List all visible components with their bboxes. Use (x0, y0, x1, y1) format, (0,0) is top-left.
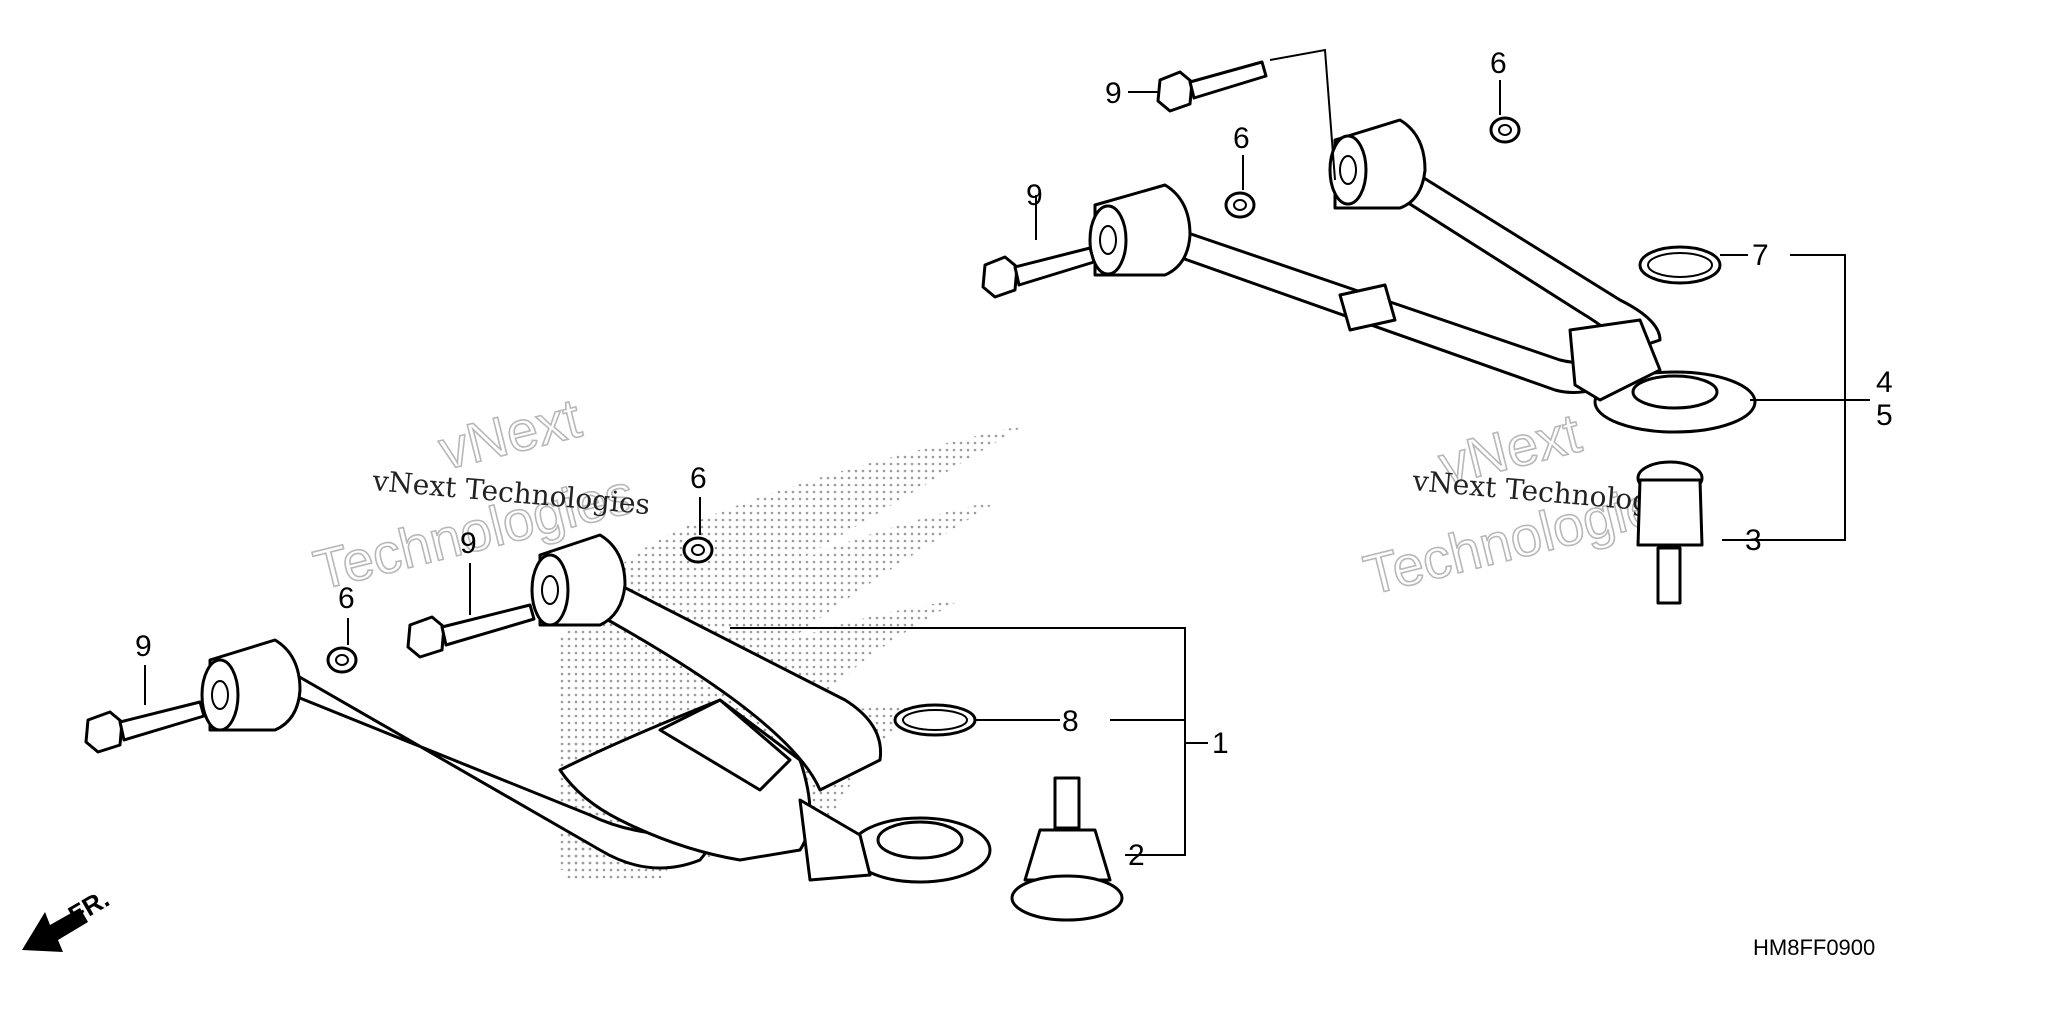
lower-bolt-left (84, 700, 206, 754)
upper-nut-left (1224, 191, 1256, 219)
callout-lower-nut-left: 6 (338, 582, 355, 615)
lower-nut-right (682, 536, 714, 564)
callout-upper-arm-a: 4 (1876, 366, 1893, 399)
lower-bolt-right (406, 603, 536, 659)
callout-lower-nut-right: 6 (690, 462, 707, 495)
callout-upper-ball-joint: 3 (1745, 524, 1762, 557)
callout-upper-circlip: 7 (1752, 239, 1769, 272)
upper-control-arm (1088, 118, 1757, 434)
leader-lines (144, 48, 1870, 856)
callout-upper-nut-left: 6 (1233, 122, 1250, 155)
lower-ball-joint (1010, 776, 1124, 922)
upper-bolt-left (981, 246, 1096, 299)
upper-circlip (1638, 245, 1722, 285)
upper-ball-joint (1636, 460, 1704, 605)
callout-upper-bolt-right: 9 (1105, 77, 1122, 110)
callout-upper-nut-right: 6 (1490, 47, 1507, 80)
lower-nut-left (326, 646, 358, 674)
upper-nut-right (1489, 116, 1521, 144)
callout-upper-bolt-left: 9 (1026, 179, 1043, 212)
diagram-code: HM8FF0900 (1753, 935, 1875, 960)
callout-lower-bolt-left: 9 (135, 630, 152, 663)
callout-lower-circlip: 8 (1062, 705, 1079, 738)
upper-bolt-right (1156, 60, 1268, 113)
callout-upper-arm-b: 5 (1876, 399, 1893, 432)
lower-circlip (893, 703, 977, 737)
watermark-big-line1: vNext (433, 386, 588, 482)
front-direction-arrow: FR. (22, 883, 114, 952)
lower-control-arm (200, 533, 992, 884)
callout-lower-bolt-right: 9 (460, 527, 477, 560)
callout-lower-arm-assembly: 1 (1212, 727, 1229, 760)
callout-lower-ball-joint: 2 (1128, 839, 1145, 872)
